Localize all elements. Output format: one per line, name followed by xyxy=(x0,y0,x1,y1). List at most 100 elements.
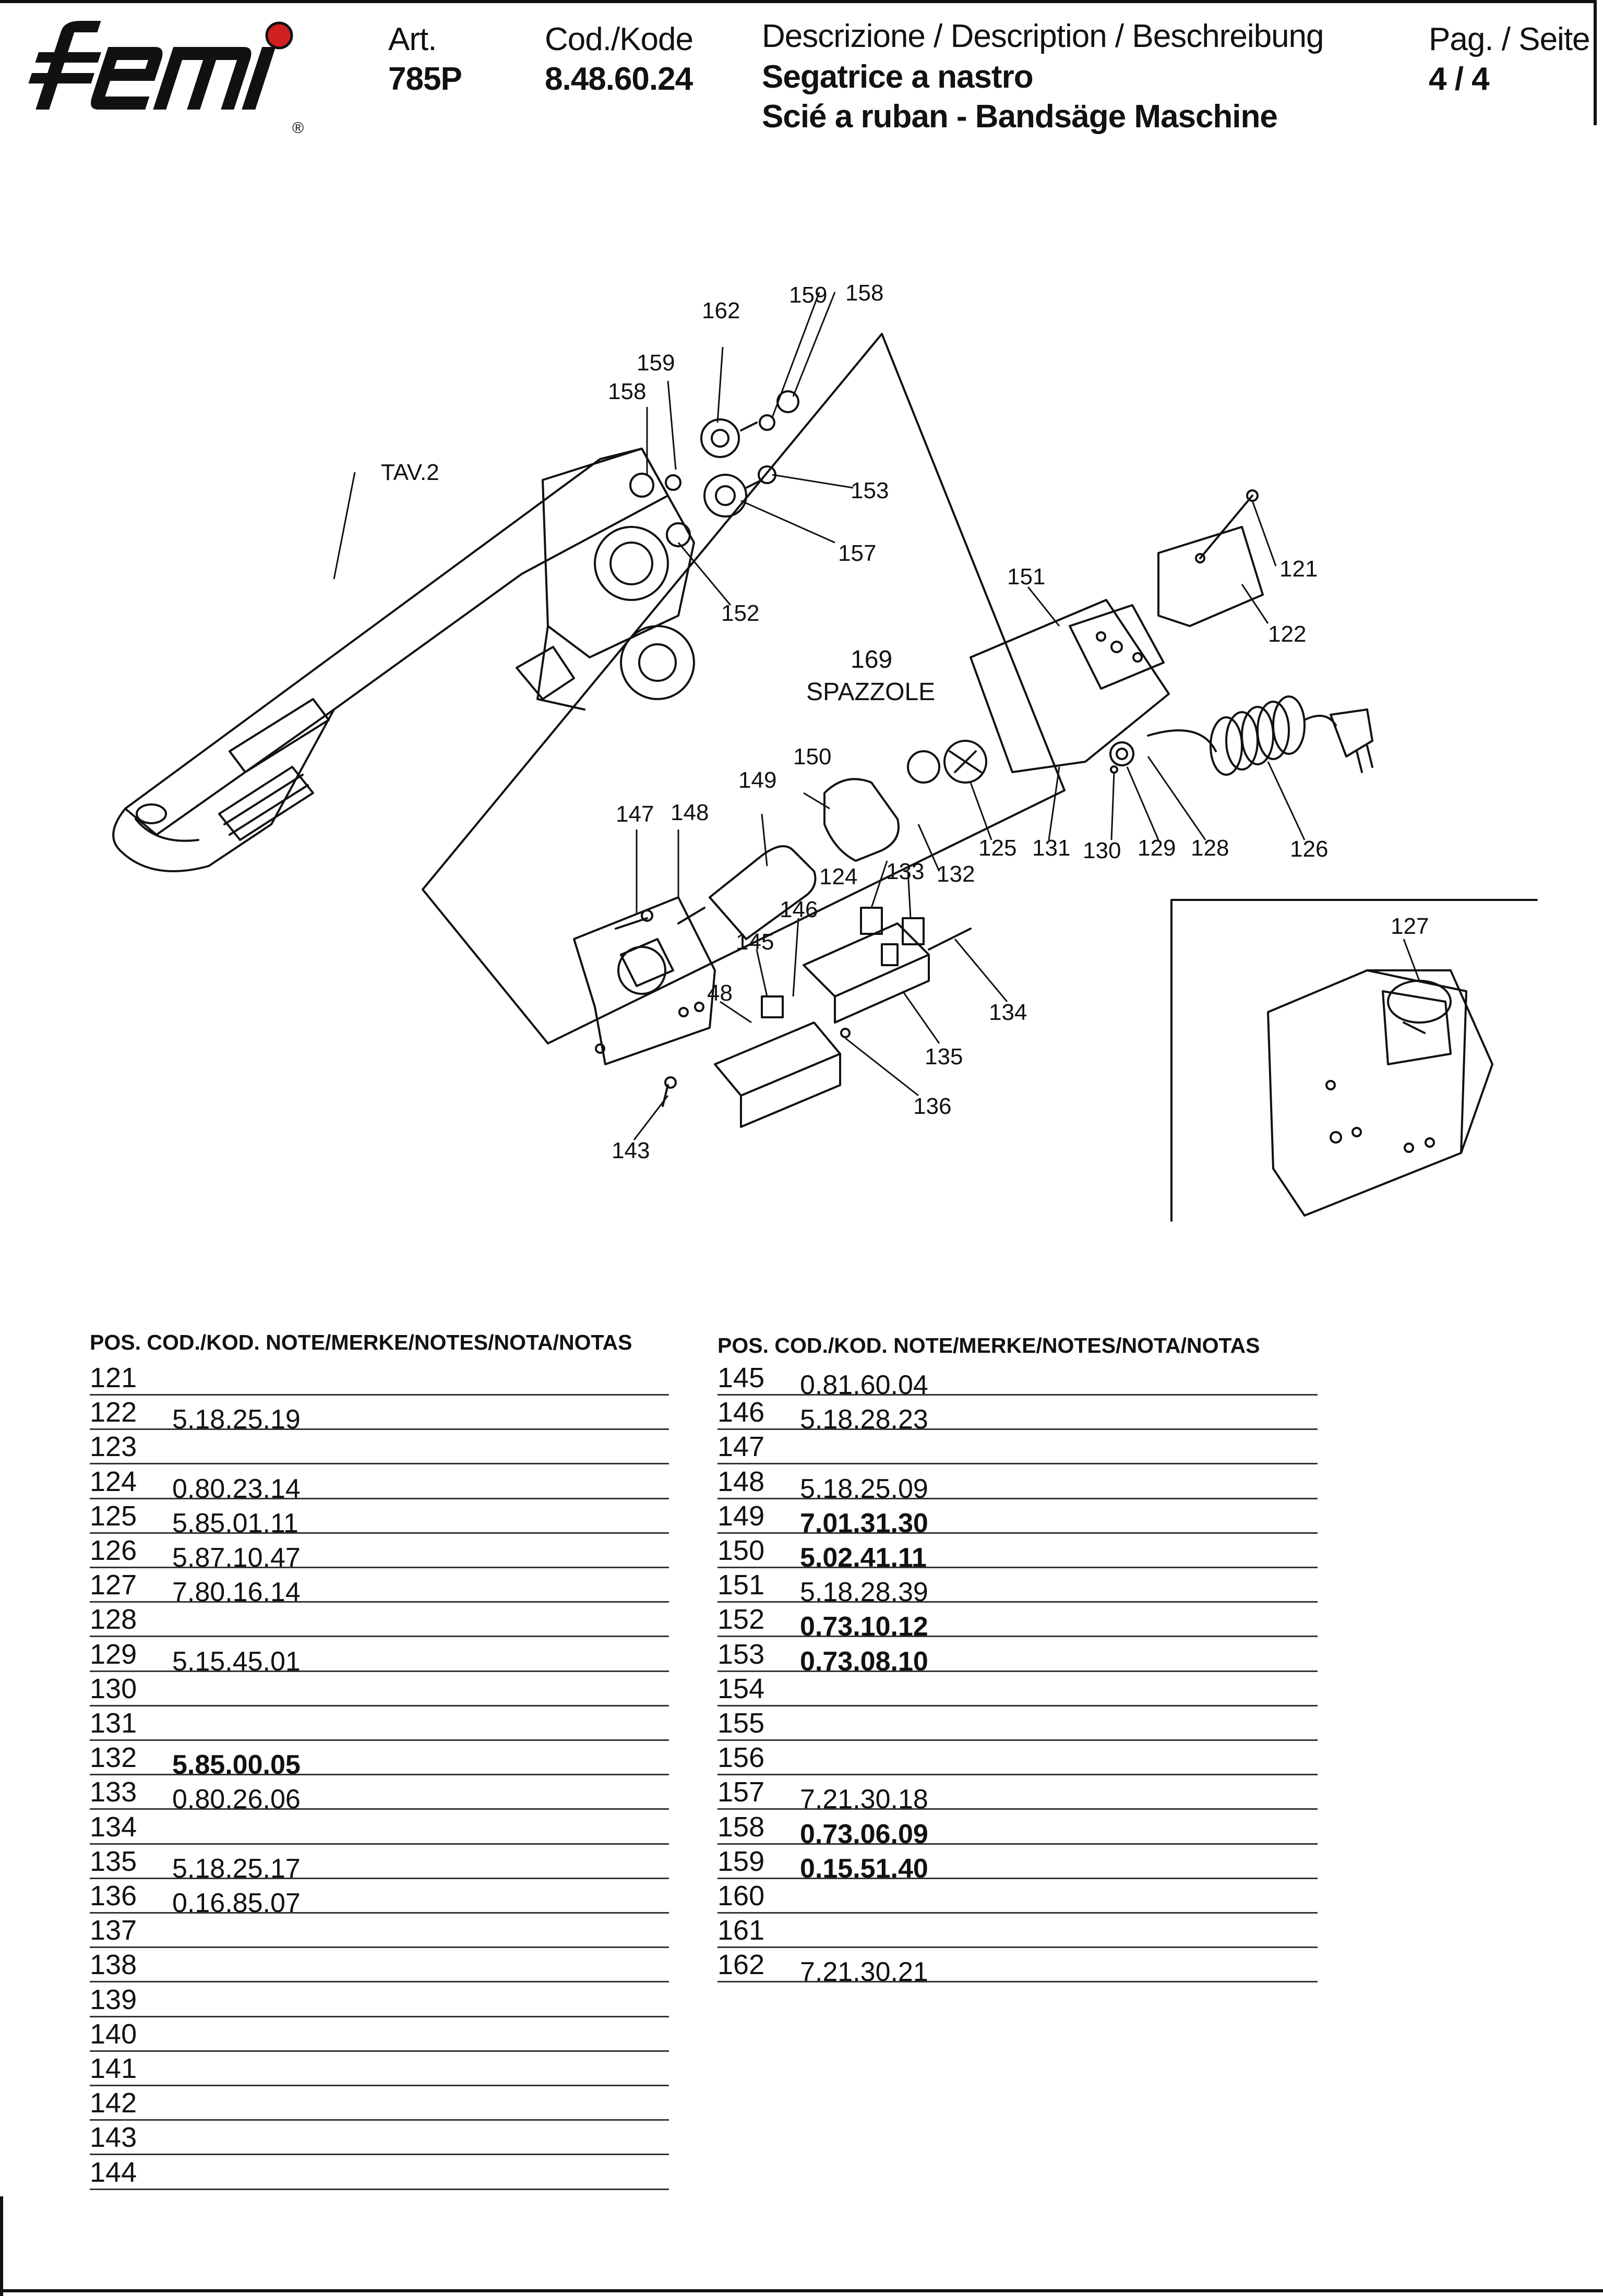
part-code: 0.81.60.04 xyxy=(800,1370,928,1400)
part-code: 5.18.28.39 xyxy=(800,1577,928,1608)
callout-tav2: TAV.2 xyxy=(381,460,439,485)
position-number: 154 xyxy=(717,1673,765,1704)
part-code: 5.85.01.11 xyxy=(172,1508,298,1538)
part-code: 7.80.16.14 xyxy=(172,1577,301,1608)
position-number: 138 xyxy=(90,1949,137,1981)
position-number: 159 xyxy=(717,1845,765,1877)
motor-group-outline xyxy=(422,333,1066,1044)
position-number: 142 xyxy=(90,2087,137,2119)
callout-134: 134 xyxy=(989,1000,1027,1025)
frame-left-line xyxy=(0,2196,3,2296)
position-number: 149 xyxy=(717,1500,765,1532)
position-number: 151 xyxy=(717,1569,765,1601)
part-code: 5.18.25.19 xyxy=(172,1404,301,1435)
table-row: 156 xyxy=(717,1739,1318,1776)
callout-spazzole: SPAZZOLE xyxy=(806,678,935,706)
position-number: 145 xyxy=(717,1362,765,1393)
position-number: 125 xyxy=(90,1500,137,1532)
callout-159a: 159 xyxy=(637,350,675,376)
femi-logo: ® xyxy=(28,21,304,136)
table-row: 128 xyxy=(90,1601,669,1638)
position-number: 124 xyxy=(90,1465,137,1497)
position-number: 144 xyxy=(90,2156,137,2188)
part-code: 5.18.28.23 xyxy=(800,1404,928,1435)
part-code: 0.15.51.40 xyxy=(800,1853,928,1884)
motor-cap xyxy=(1157,526,1264,627)
page-value: 4 / 4 xyxy=(1429,61,1490,97)
callout-162: 162 xyxy=(702,298,740,323)
logo-red-dot-icon xyxy=(265,21,293,50)
part-code: 7.21.30.21 xyxy=(800,1957,928,1988)
assembled-motor-inset xyxy=(1267,969,1467,1217)
frame-right-line xyxy=(1594,0,1597,125)
callout-121: 121 xyxy=(1279,556,1318,582)
table-row: 121 xyxy=(90,1360,669,1396)
part-code: 0.73.06.09 xyxy=(800,1819,928,1849)
power-plug xyxy=(1330,708,1373,758)
callout-157: 157 xyxy=(838,540,876,566)
callout-153: 153 xyxy=(851,478,889,503)
part-code: 0.73.08.10 xyxy=(800,1646,928,1677)
table-row: 139 xyxy=(90,1981,669,2017)
frame-top-line xyxy=(0,0,1597,3)
table-row: 123 xyxy=(90,1428,669,1465)
callout-131: 131 xyxy=(1032,835,1070,861)
callout-147: 147 xyxy=(616,801,654,827)
position-number: 141 xyxy=(90,2053,137,2084)
position-number: 137 xyxy=(90,1915,137,1946)
callout-126: 126 xyxy=(1290,836,1328,862)
position-number: 135 xyxy=(90,1845,137,1877)
position-number: 132 xyxy=(90,1742,137,1774)
saw-arm-body xyxy=(124,448,669,836)
table-row: 143 xyxy=(90,2119,669,2156)
motor-housing xyxy=(970,599,1170,773)
table-row: 154 xyxy=(717,1670,1318,1706)
stator xyxy=(823,778,900,862)
callout-136: 136 xyxy=(913,1093,951,1119)
table-row: 125 5.85.01.11 xyxy=(90,1498,669,1538)
callout-128: 128 xyxy=(1191,835,1229,861)
callout-124: 124 xyxy=(819,864,857,889)
position-number: 161 xyxy=(717,1915,765,1946)
page-label: Pag. / Seite xyxy=(1429,21,1590,57)
part-code: 5.18.25.17 xyxy=(172,1853,301,1884)
position-number: 126 xyxy=(90,1535,137,1566)
position-number: 122 xyxy=(90,1397,137,1428)
position-number: 121 xyxy=(90,1362,137,1393)
armature xyxy=(709,845,817,940)
table-row: 144 xyxy=(90,2154,669,2190)
table-row: 145 0.81.60.04 xyxy=(717,1360,1318,1400)
table-row: 161 xyxy=(717,1912,1318,1949)
callout-158a: 158 xyxy=(608,379,646,404)
table-row: 124 0.80.23.14 xyxy=(90,1463,669,1504)
callout-130: 130 xyxy=(1083,838,1121,863)
callout-132: 132 xyxy=(937,861,975,887)
position-number: 123 xyxy=(90,1431,137,1463)
callout-149: 149 xyxy=(738,767,776,793)
art-value: 785P xyxy=(388,61,462,97)
callout-135: 135 xyxy=(925,1044,963,1069)
table-row: 134 xyxy=(90,1809,669,1845)
callout-122: 122 xyxy=(1268,621,1306,647)
callout-143: 143 xyxy=(612,1138,650,1163)
position-number: 155 xyxy=(717,1708,765,1739)
exploded-parts-diagram: TAV.2 162 159 158 159 158 153 157 152 15… xyxy=(112,280,1538,1222)
callout-133: 133 xyxy=(886,859,924,884)
svg-text:®: ® xyxy=(292,119,304,136)
callout-152: 152 xyxy=(721,600,759,626)
part-code: 0.80.23.14 xyxy=(172,1473,301,1504)
callout-151: 151 xyxy=(1007,564,1045,590)
art-label: Art. xyxy=(388,21,437,57)
callout-labels: TAV.2 162 159 158 159 158 153 157 152 15… xyxy=(381,280,1429,1163)
position-number: 143 xyxy=(90,2122,137,2154)
callout-148: 148 xyxy=(671,800,709,825)
position-number: 147 xyxy=(717,1431,765,1463)
